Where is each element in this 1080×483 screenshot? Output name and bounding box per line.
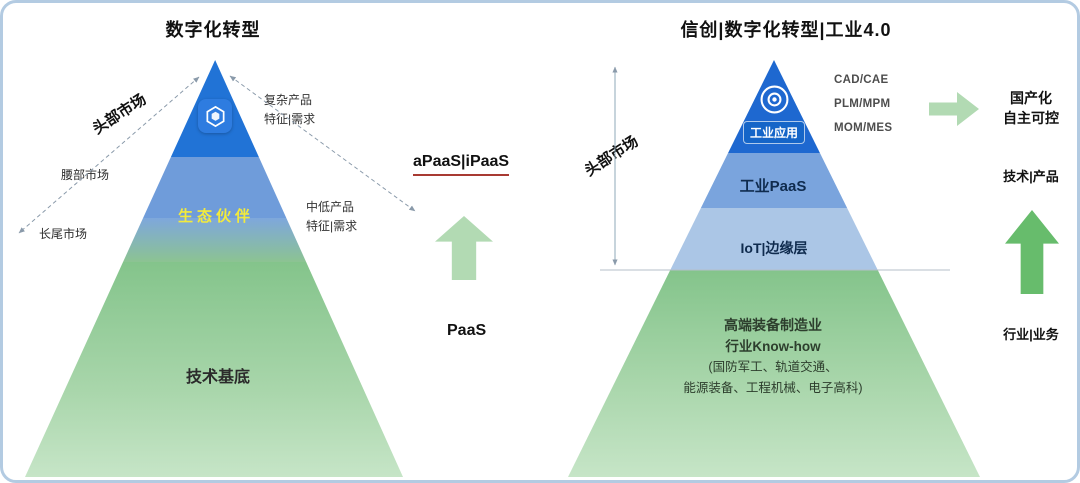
localization-label: 国产化 自主可控 (987, 88, 1075, 128)
industrial-app-badge: 工业应用 (743, 121, 805, 144)
industry-business-label: 行业|业务 (1003, 327, 1059, 342)
equipment-industry-line1: 高端装备制造业 (724, 317, 822, 333)
tech-item-plm-mpm: PLM/MPM (834, 98, 891, 110)
midlow-demand-note: 中低产品 特征|需求 (306, 198, 357, 236)
midlow-demand-line1: 中低产品 (306, 200, 355, 214)
localization-line2: 自主可控 (1003, 110, 1059, 126)
localization-line1: 国产化 (1010, 90, 1052, 106)
ecosystem-partner-label: 生态伙伴 (177, 208, 254, 225)
left-waist-market-label: 腰部市场 (61, 168, 110, 182)
complex-demand-note: 复杂产品 特征|需求 (264, 91, 315, 129)
equipment-industry-line4: 能源装备、工程机械、电子高科) (683, 381, 863, 395)
paas-label: PaaS (447, 322, 487, 339)
left-title: 数字化转型 (165, 20, 261, 40)
midlow-demand-line2: 特征|需求 (306, 219, 358, 233)
tech-item-mom-mes: MOM/MES (834, 122, 893, 134)
tech-item-cad-cae: CAD/CAE (834, 74, 889, 86)
right-title: 信创|数字化转型|工业4.0 (680, 20, 892, 40)
tech-product-label: 技术|产品 (1003, 169, 1059, 184)
hexagon-logo-icon (198, 99, 232, 133)
left-tail-market-label: 长尾市场 (39, 227, 88, 241)
industrial-paas-label: 工业PaaS (739, 178, 807, 195)
circular-logo-icon (757, 82, 791, 116)
equipment-industry-block: 高端装备制造业 行业Know-how (国防军工、轨道交通、 能源装备、工程机械… (618, 315, 928, 399)
equipment-industry-line3: (国防军工、轨道交通、 (708, 360, 838, 374)
big-up-arrow-icon (1005, 210, 1059, 294)
up-arrow-icon (435, 216, 493, 280)
apaas-ipaas-label: aPaaS|iPaaS (413, 153, 510, 176)
iot-edge-label: IoT|边缘层 (740, 240, 808, 256)
left-head-market-label: 头部市场 (89, 90, 150, 138)
right-head-market-label: 头部市场 (581, 132, 642, 180)
complex-demand-line2: 特征|需求 (264, 112, 316, 126)
complex-demand-line1: 复杂产品 (264, 93, 313, 107)
equipment-industry-line2: 行业Know-how (725, 339, 821, 354)
right-arrow-icon (929, 92, 979, 126)
tech-base-label: 技术基底 (185, 369, 250, 386)
